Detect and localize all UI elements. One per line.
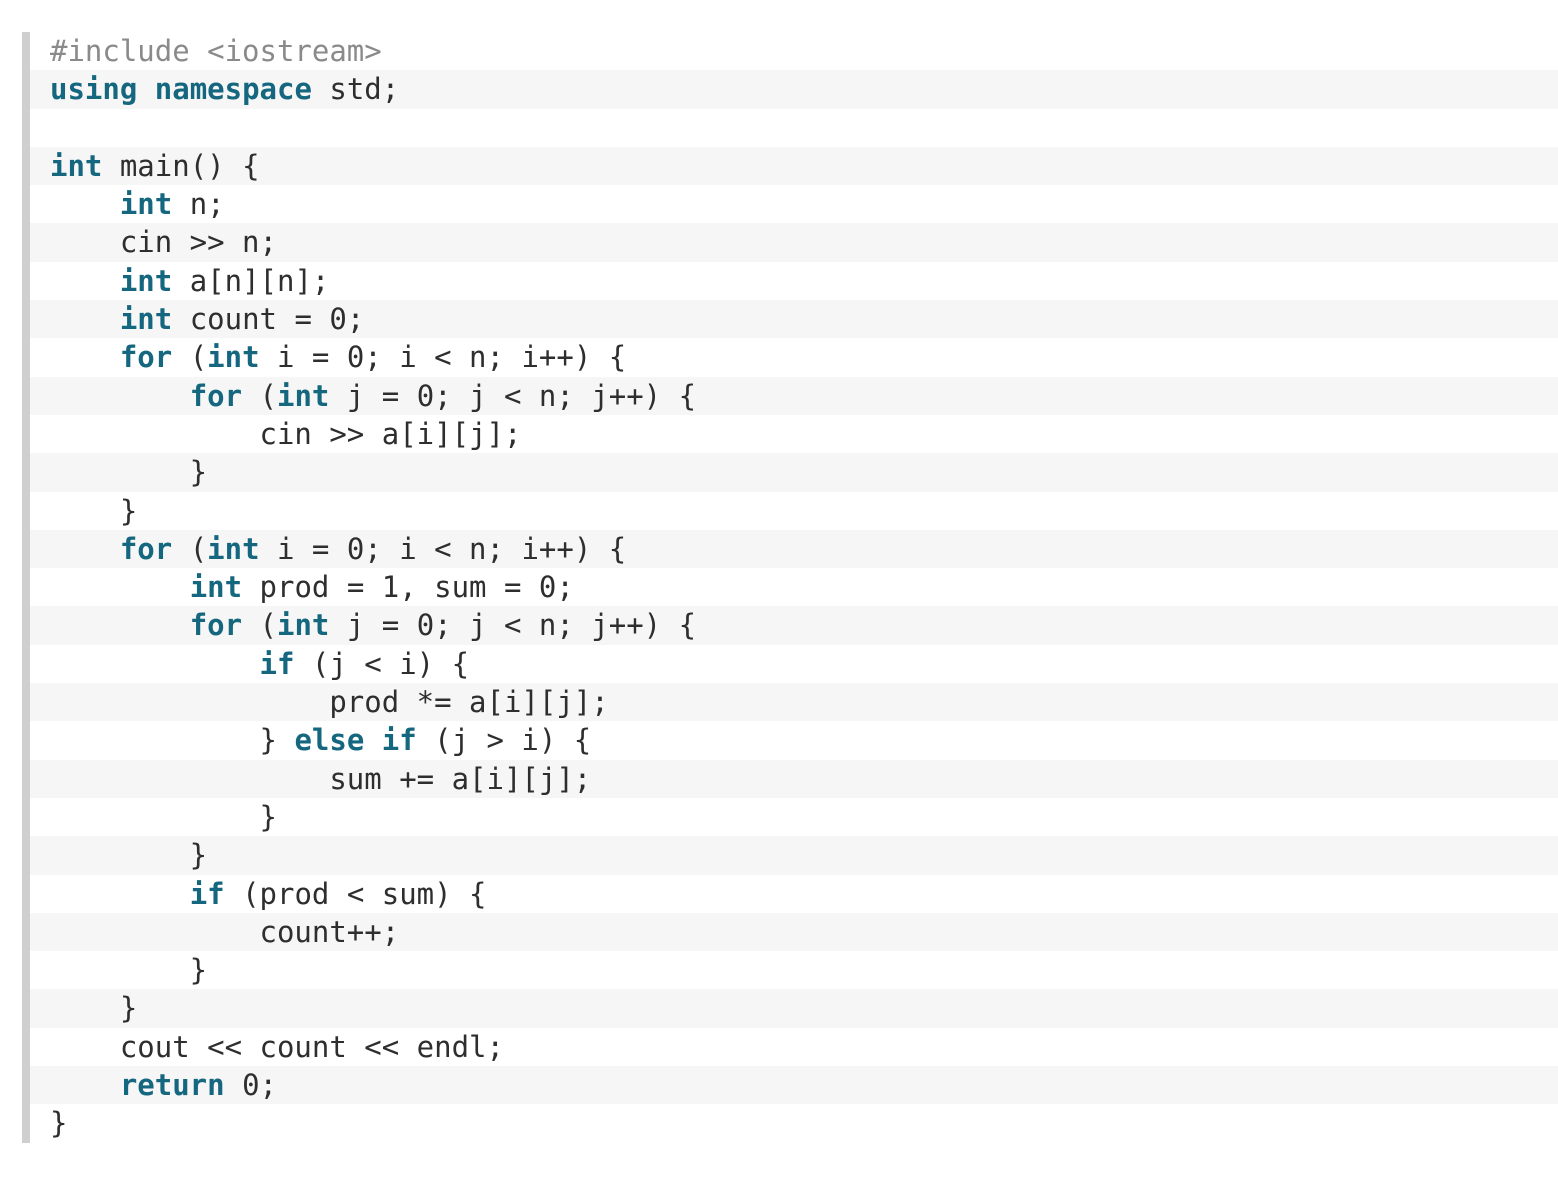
- code-token: [364, 723, 381, 757]
- code-line: cin >> n;: [30, 223, 1558, 262]
- code-line: cout << count << endl;: [30, 1028, 1558, 1066]
- keyword-token: namespace: [154, 72, 312, 107]
- code-line: int prod = 1, sum = 0;: [30, 568, 1558, 606]
- code-token: (: [172, 340, 208, 375]
- keyword-token: return: [119, 1068, 225, 1103]
- code-token: (: [172, 531, 208, 566]
- code-token: }: [50, 1106, 68, 1141]
- code-token: }: [50, 953, 208, 988]
- code-token: i = 0; i < n; i++) {: [259, 340, 627, 375]
- code-line: for (int j = 0; j < n; j++) {: [30, 606, 1558, 645]
- code-token: [50, 647, 260, 681]
- code-token: [50, 340, 120, 374]
- code-token: (: [242, 608, 277, 643]
- keyword-token: int: [277, 608, 330, 643]
- keyword-token: for: [189, 378, 243, 413]
- code-line: if (j < i) {: [30, 645, 1558, 683]
- code-token: main() {: [102, 148, 260, 183]
- code-token: std;: [311, 72, 400, 107]
- code-token: prod *= a[i][j];: [50, 685, 609, 720]
- code-token: i = 0; i < n; i++) {: [259, 531, 627, 566]
- keyword-token: int: [189, 570, 243, 605]
- code-line: using namespace std;: [30, 70, 1558, 109]
- code-token: }: [50, 493, 138, 528]
- code-line: #include <iostream>: [30, 32, 1558, 70]
- keyword-token: if: [381, 723, 417, 758]
- code-token: j = 0; j < n; j++) {: [329, 378, 697, 413]
- keyword-token: int: [119, 187, 173, 222]
- keyword-token: if: [259, 646, 295, 681]
- code-token: [50, 302, 120, 336]
- code-line: [30, 109, 1558, 147]
- code-line: }: [30, 798, 1558, 836]
- keyword-token: int: [207, 531, 260, 566]
- code-token: [50, 608, 190, 642]
- code-line: int count = 0;: [30, 300, 1558, 339]
- code-token: [50, 264, 120, 298]
- code-line: int a[n][n];: [30, 262, 1558, 300]
- code-token: [50, 570, 190, 604]
- code-line: } else if (j > i) {: [30, 721, 1558, 759]
- code-line: int main() {: [30, 146, 1558, 186]
- code-token: count++;: [50, 914, 400, 949]
- keyword-token: int: [50, 148, 103, 183]
- code-line: for (int i = 0; i < n; i++) {: [30, 338, 1558, 376]
- code-token: cin >> a[i][j];: [50, 416, 522, 451]
- keyword-token: using: [50, 72, 138, 107]
- keyword-token: int: [277, 378, 330, 413]
- code-line: for (int j = 0; j < n; j++) {: [30, 376, 1558, 415]
- keyword-token: for: [119, 340, 173, 375]
- code-line: prod *= a[i][j];: [30, 683, 1558, 722]
- code-token: }: [50, 838, 208, 873]
- code-listing: #include <iostream>using namespace std; …: [22, 32, 1558, 1143]
- code-line: return 0;: [30, 1066, 1558, 1105]
- code-token: sum += a[i][j];: [50, 761, 592, 796]
- keyword-token: for: [119, 531, 173, 566]
- code-line: int n;: [30, 185, 1558, 223]
- code-line: }: [30, 951, 1558, 989]
- code-token: [137, 72, 154, 106]
- code-line: count++;: [30, 912, 1558, 952]
- code-token: (j > i) {: [416, 723, 592, 758]
- keyword-token: for: [189, 608, 243, 643]
- code-token: count = 0;: [172, 302, 365, 337]
- code-token: [50, 1068, 120, 1102]
- keyword-token: int: [119, 263, 173, 298]
- code-token: [50, 379, 190, 413]
- code-token: (j < i) {: [294, 646, 470, 681]
- code-token: }: [50, 723, 295, 758]
- keyword-token: int: [207, 340, 260, 375]
- code-line: }: [30, 492, 1558, 530]
- code-token: [50, 877, 190, 911]
- code-token: }: [50, 991, 138, 1026]
- keyword-token: int: [119, 302, 173, 337]
- code-token: 0;: [224, 1068, 277, 1103]
- code-token: j = 0; j < n; j++) {: [329, 608, 697, 643]
- code-token: prod = 1, sum = 0;: [242, 570, 574, 605]
- code-token: n;: [172, 187, 225, 222]
- code-token: }: [50, 799, 277, 834]
- code-line: if (prod < sum) {: [30, 875, 1558, 913]
- code-token: a[n][n];: [172, 263, 330, 298]
- keyword-token: if: [189, 876, 225, 911]
- code-token: cout << count << endl;: [50, 1029, 504, 1064]
- code-token: }: [50, 455, 208, 490]
- code-line: cin >> a[i][j];: [30, 415, 1558, 453]
- code-line: }: [30, 1104, 1558, 1142]
- code-token: (prod < sum) {: [224, 876, 487, 911]
- preprocessor-token: #include <iostream>: [50, 34, 382, 68]
- keyword-token: else: [294, 723, 365, 758]
- code-token: cin >> n;: [50, 225, 277, 260]
- code-line: for (int i = 0; i < n; i++) {: [30, 529, 1558, 569]
- code-token: (: [242, 378, 277, 413]
- code-line: }: [30, 453, 1558, 492]
- code-line: }: [30, 836, 1558, 875]
- code-line: }: [30, 989, 1558, 1028]
- code-token: [50, 532, 120, 566]
- code-token: [50, 187, 120, 221]
- code-line: sum += a[i][j];: [30, 759, 1558, 798]
